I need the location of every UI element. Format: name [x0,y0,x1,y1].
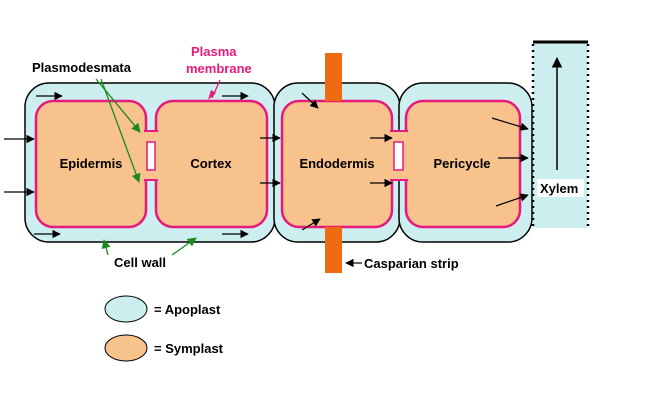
cell-wall-label: Cell wall [114,255,166,270]
legend-apoplast-label: = Apoplast [154,302,221,317]
plasma-membrane-label-line1: Plasma [191,44,237,59]
cell-label-cortex: Cortex [190,156,232,171]
xylem-label: Xylem [540,181,578,196]
casparian-strip-top [325,53,342,101]
plasma-membrane-label-line2: membrane [186,61,252,76]
cell-label-pericycle: Pericycle [433,156,490,171]
xylem-label-bg [537,179,584,197]
legend-apoplast-swatch [104,295,148,323]
xylem-vessel [533,42,588,228]
casparian-strip-label: Casparian strip [364,256,459,271]
legend-symplast-label: = Symplast [154,341,224,356]
flow-arrows [4,91,529,268]
legend: = Apoplast = Symplast [104,295,224,362]
cell-label-epidermis: Epidermis [60,156,123,171]
label-pointers [95,78,221,256]
plasmodesmata-bridge-endodermis-pericycle [389,130,409,181]
cell-label-endodermis: Endodermis [299,156,374,171]
legend-symplast-swatch [104,334,148,362]
plasmodesmata-bridge-epidermis-cortex [143,130,159,181]
plasmodesmata-label: Plasmodesmata [32,60,132,75]
casparian-strip-bottom [325,227,342,273]
